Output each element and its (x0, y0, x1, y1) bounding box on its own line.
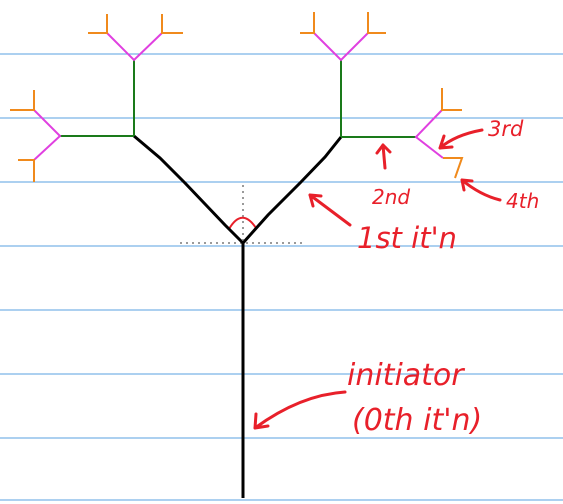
level3-fork-a (106, 32, 163, 62)
ruled-lines (0, 53, 563, 501)
arrow-3rd (438, 128, 484, 150)
arrow-4th (460, 178, 502, 202)
level4-fork-2 (161, 14, 183, 34)
angle-guides (180, 185, 305, 244)
label-3rd: 3rd (488, 117, 524, 141)
label-initiator: initiator (347, 358, 465, 393)
level3-fork-d (414, 109, 444, 159)
level3-branches (33, 32, 444, 161)
level4-branches (10, 12, 464, 182)
label-4th: 4th (506, 189, 539, 213)
annotation-arrows (253, 128, 502, 430)
angle-arc (228, 216, 257, 230)
arrow-2nd (375, 143, 392, 170)
level4-fork-3 (300, 12, 315, 34)
label-0th-iteration: (0th it'n) (352, 403, 482, 438)
arrow-1st (308, 193, 352, 227)
level4-fork-7 (441, 88, 462, 111)
label-2nd: 2nd (372, 185, 410, 209)
level4-fork-5 (10, 90, 35, 111)
level3-fork-b (313, 32, 369, 62)
fractal-tree (10, 12, 464, 498)
level1-left-branch (133, 134, 245, 245)
arrow-initiator (253, 390, 347, 430)
level2-branches (60, 60, 416, 138)
label-1st-iteration: 1st it'n (357, 221, 457, 255)
annotation-labels: 3rd 2nd 4th 1st it'n initiator (0th it'n… (347, 117, 539, 438)
level4-fork-1 (88, 14, 108, 34)
level4-fork-4 (367, 12, 386, 34)
level4-fork-8 (443, 157, 464, 179)
level1-right-branch (241, 136, 343, 244)
level3-fork-c (33, 109, 62, 161)
level4-fork-6 (18, 159, 35, 182)
